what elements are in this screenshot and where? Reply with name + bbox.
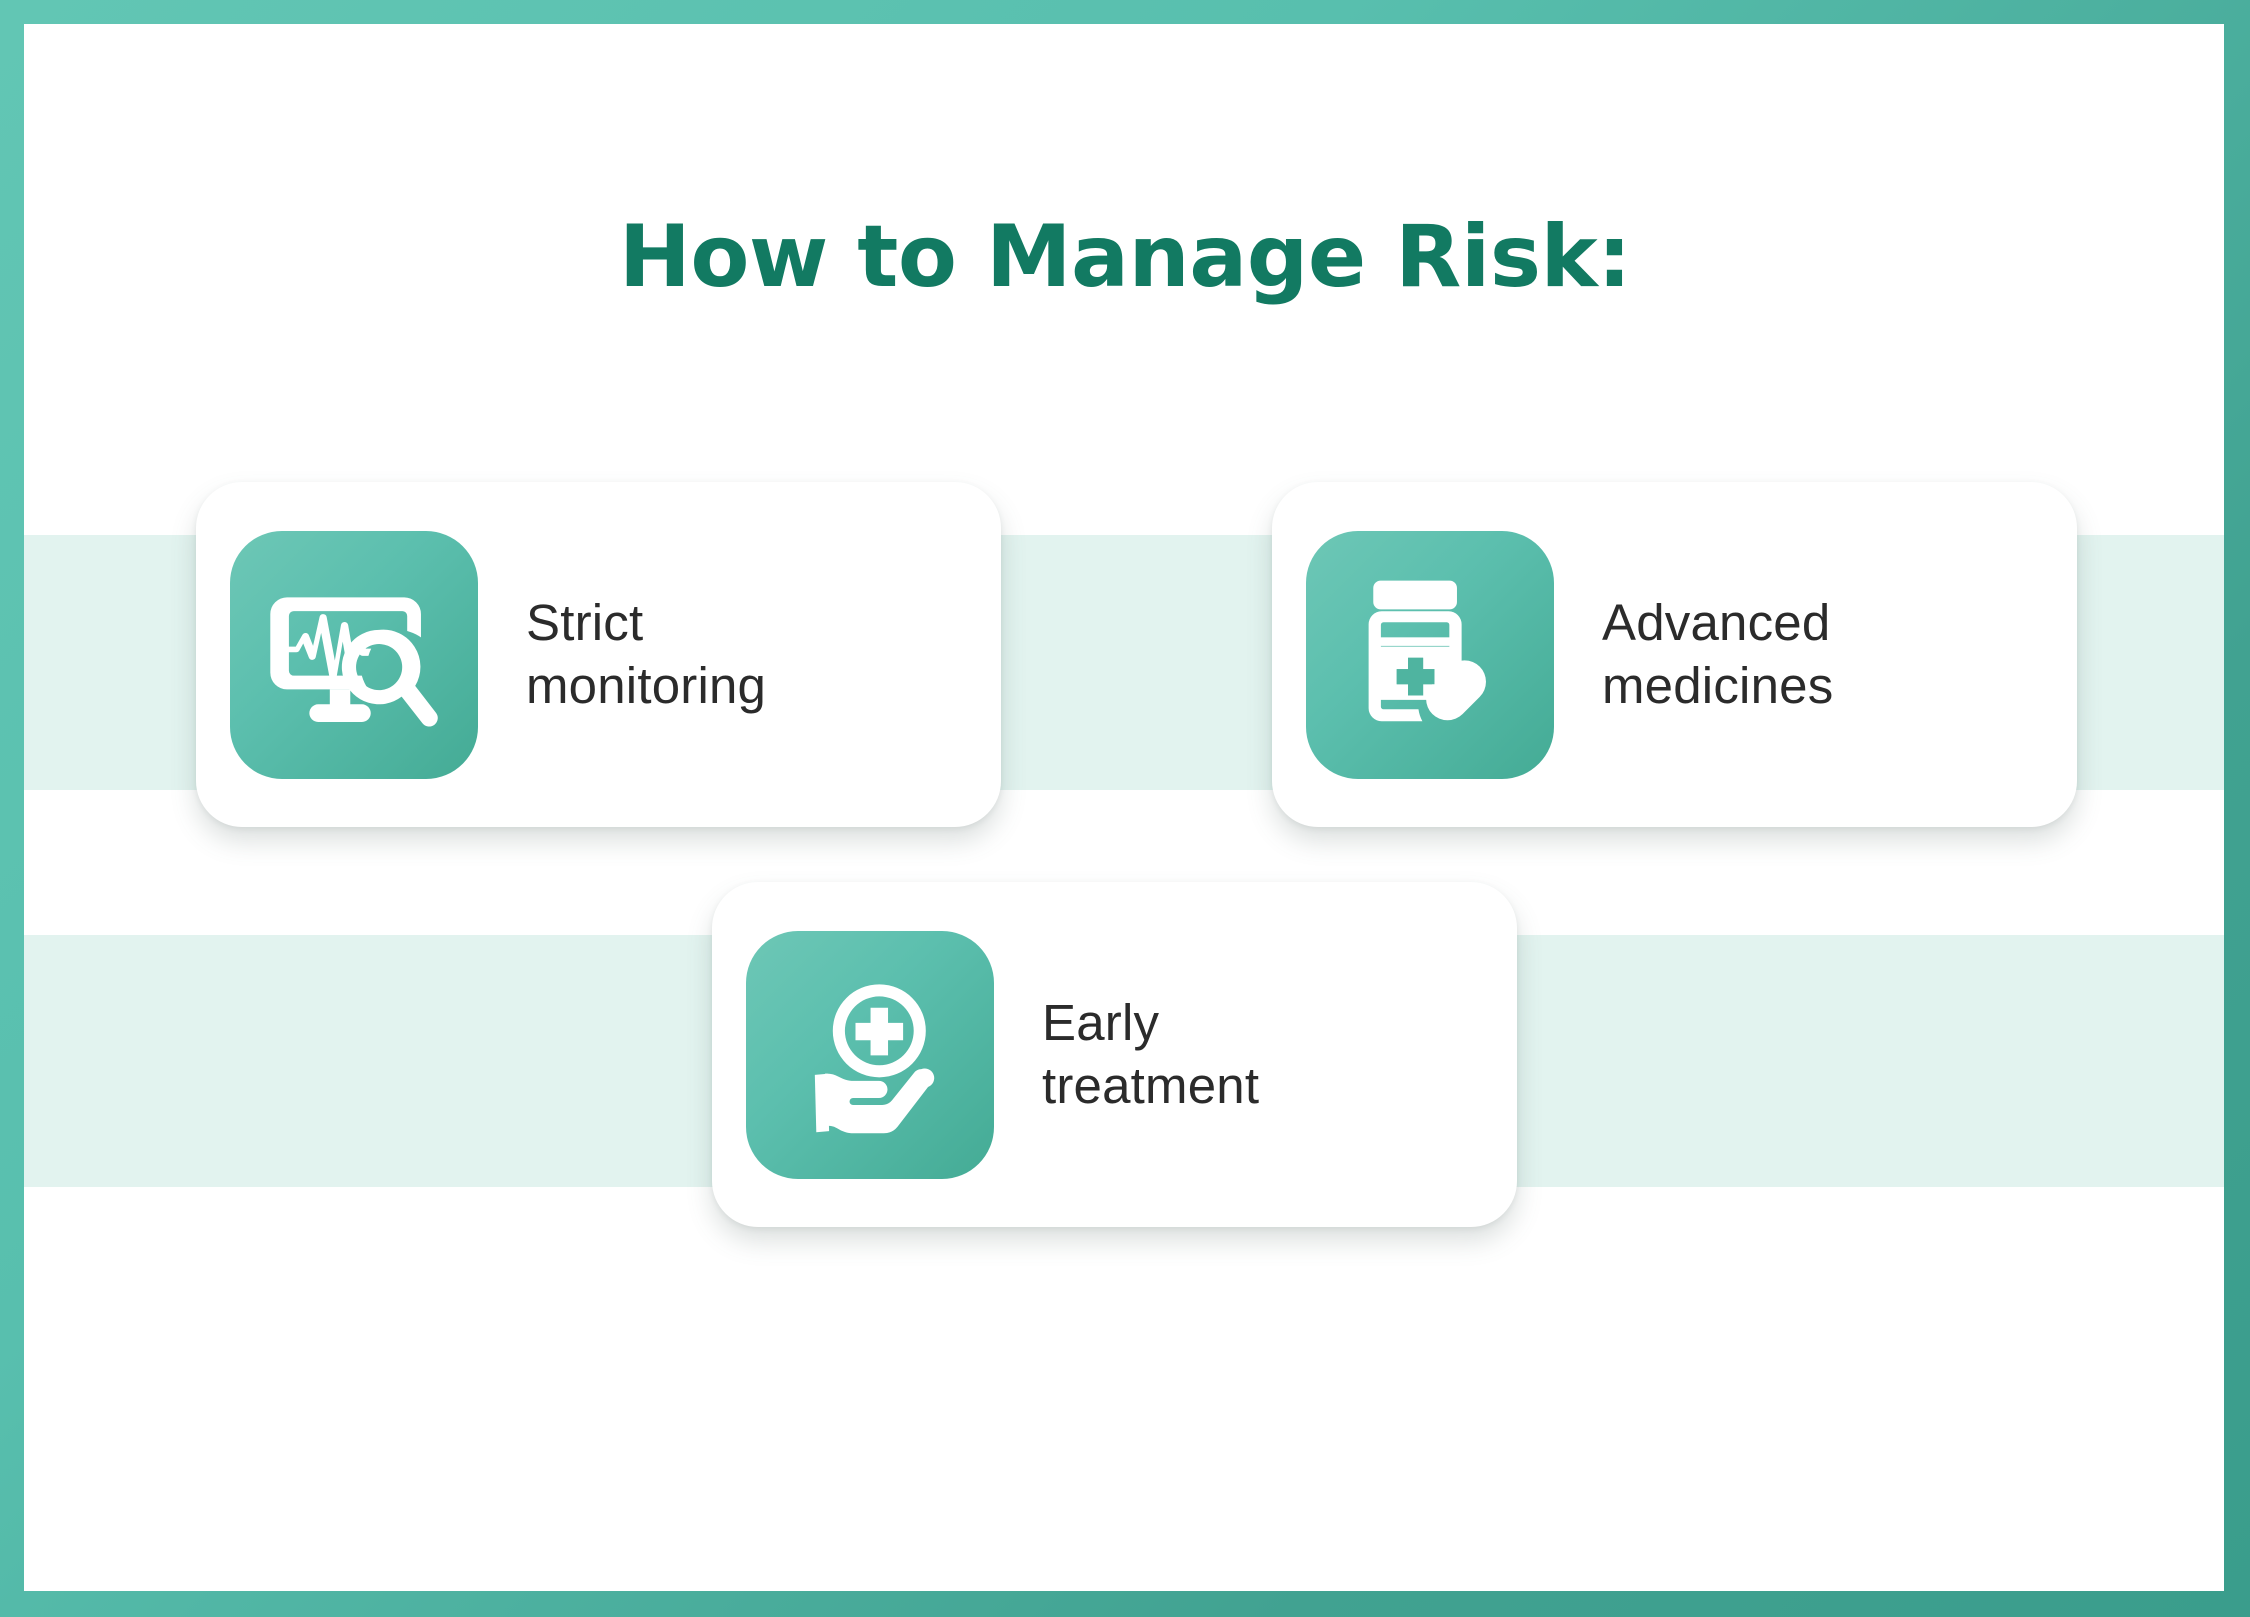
hand-holding-cross-icon — [746, 930, 994, 1179]
card-label: Strict monitoring — [526, 594, 767, 714]
monitor-ecg-magnifier-icon — [230, 530, 478, 779]
card-early-treatment[interactable]: Early treatment — [712, 882, 1517, 1227]
card-strict-monitoring[interactable]: Strict monitoring — [196, 482, 1001, 827]
medicine-bottle-capsule-icon — [1306, 530, 1554, 779]
page-title: How to Manage Risk: — [618, 207, 1632, 307]
card-label: Early treatment — [1042, 994, 1260, 1114]
card-advanced-medicines[interactable]: Advanced medicines — [1272, 482, 2077, 827]
card-label: Advanced medicines — [1602, 594, 1834, 714]
